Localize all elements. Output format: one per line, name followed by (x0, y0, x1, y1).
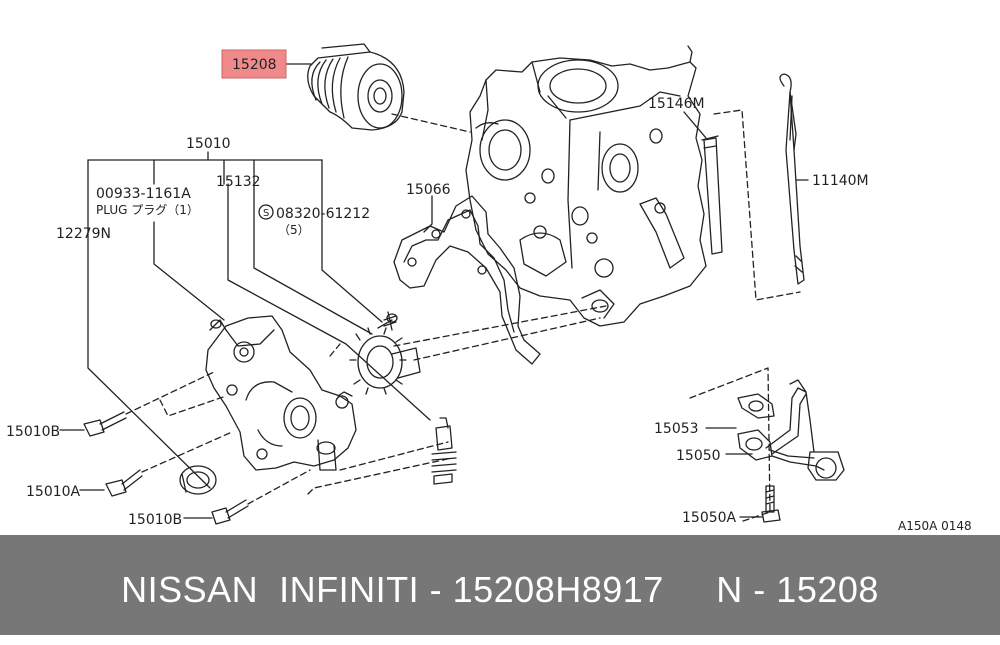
label-oil-seal[interactable]: 12279N (56, 226, 111, 242)
label-plug-desc: PLUG プラグ（1） (96, 203, 199, 217)
footer-banner: NISSAN INFINITI - 15208H8917 N - 15208 (0, 535, 1000, 635)
cylinder-block-drawing (465, 45, 707, 327)
label-bolt-part[interactable]: 08320-61212 (276, 206, 370, 222)
label-oil-pump-assy[interactable]: 15010 (186, 136, 231, 152)
label-strainer-bolt[interactable]: 15050A (682, 510, 737, 526)
figure-code: A150A 0148 (898, 519, 972, 533)
label-guide-tube[interactable]: 15146M (648, 96, 705, 112)
label-pump-gasket[interactable]: 15132 (216, 174, 261, 190)
front-gasket-drawing (393, 195, 541, 365)
circle-s-mark (258, 204, 274, 220)
label-oil-filter[interactable]: 15208 (232, 57, 277, 73)
strainer-bolt-drawing (761, 485, 781, 523)
pump-gear-drawing (349, 311, 421, 395)
label-strainer[interactable]: 15050 (676, 448, 721, 464)
label-plug-part[interactable]: 00933-1161A (96, 186, 191, 202)
strainer-gasket-drawing (737, 393, 775, 419)
pump-bolts-drawing (83, 319, 393, 525)
label-bolt-b-bottom[interactable]: 15010B (128, 512, 182, 528)
relief-spring-drawing (431, 417, 457, 485)
label-bolt-qty: （5） (278, 223, 310, 237)
strainer-drawing (737, 379, 845, 481)
label-pan-gasket[interactable]: 15066 (406, 182, 451, 198)
guide-tube-drawing (701, 135, 723, 255)
footer-part-number: NISSAN INFINITI - 15208H8917 N - 15208 (121, 569, 879, 610)
leader-lines (59, 63, 809, 519)
dipstick-drawing (779, 73, 805, 285)
label-bolt-b-top[interactable]: 15010B (6, 424, 60, 440)
label-circle-s: S (263, 208, 269, 219)
label-bolt-a[interactable]: 15010A (26, 484, 81, 500)
assembly-bracket (87, 151, 431, 489)
label-dipstick[interactable]: 11140M (812, 173, 869, 189)
oil-seal-drawing (179, 465, 217, 495)
oil-filter-highlight (221, 49, 287, 79)
parts-diagram: 15208 15010 00933-1161A PLUG プラグ（1） 1513… (6, 43, 972, 533)
label-strainer-gasket[interactable]: 15053 (654, 421, 699, 437)
oil-pump-drawing (205, 315, 357, 471)
oil-filter-drawing (307, 43, 405, 131)
pump-assembly-dashes (125, 305, 607, 505)
